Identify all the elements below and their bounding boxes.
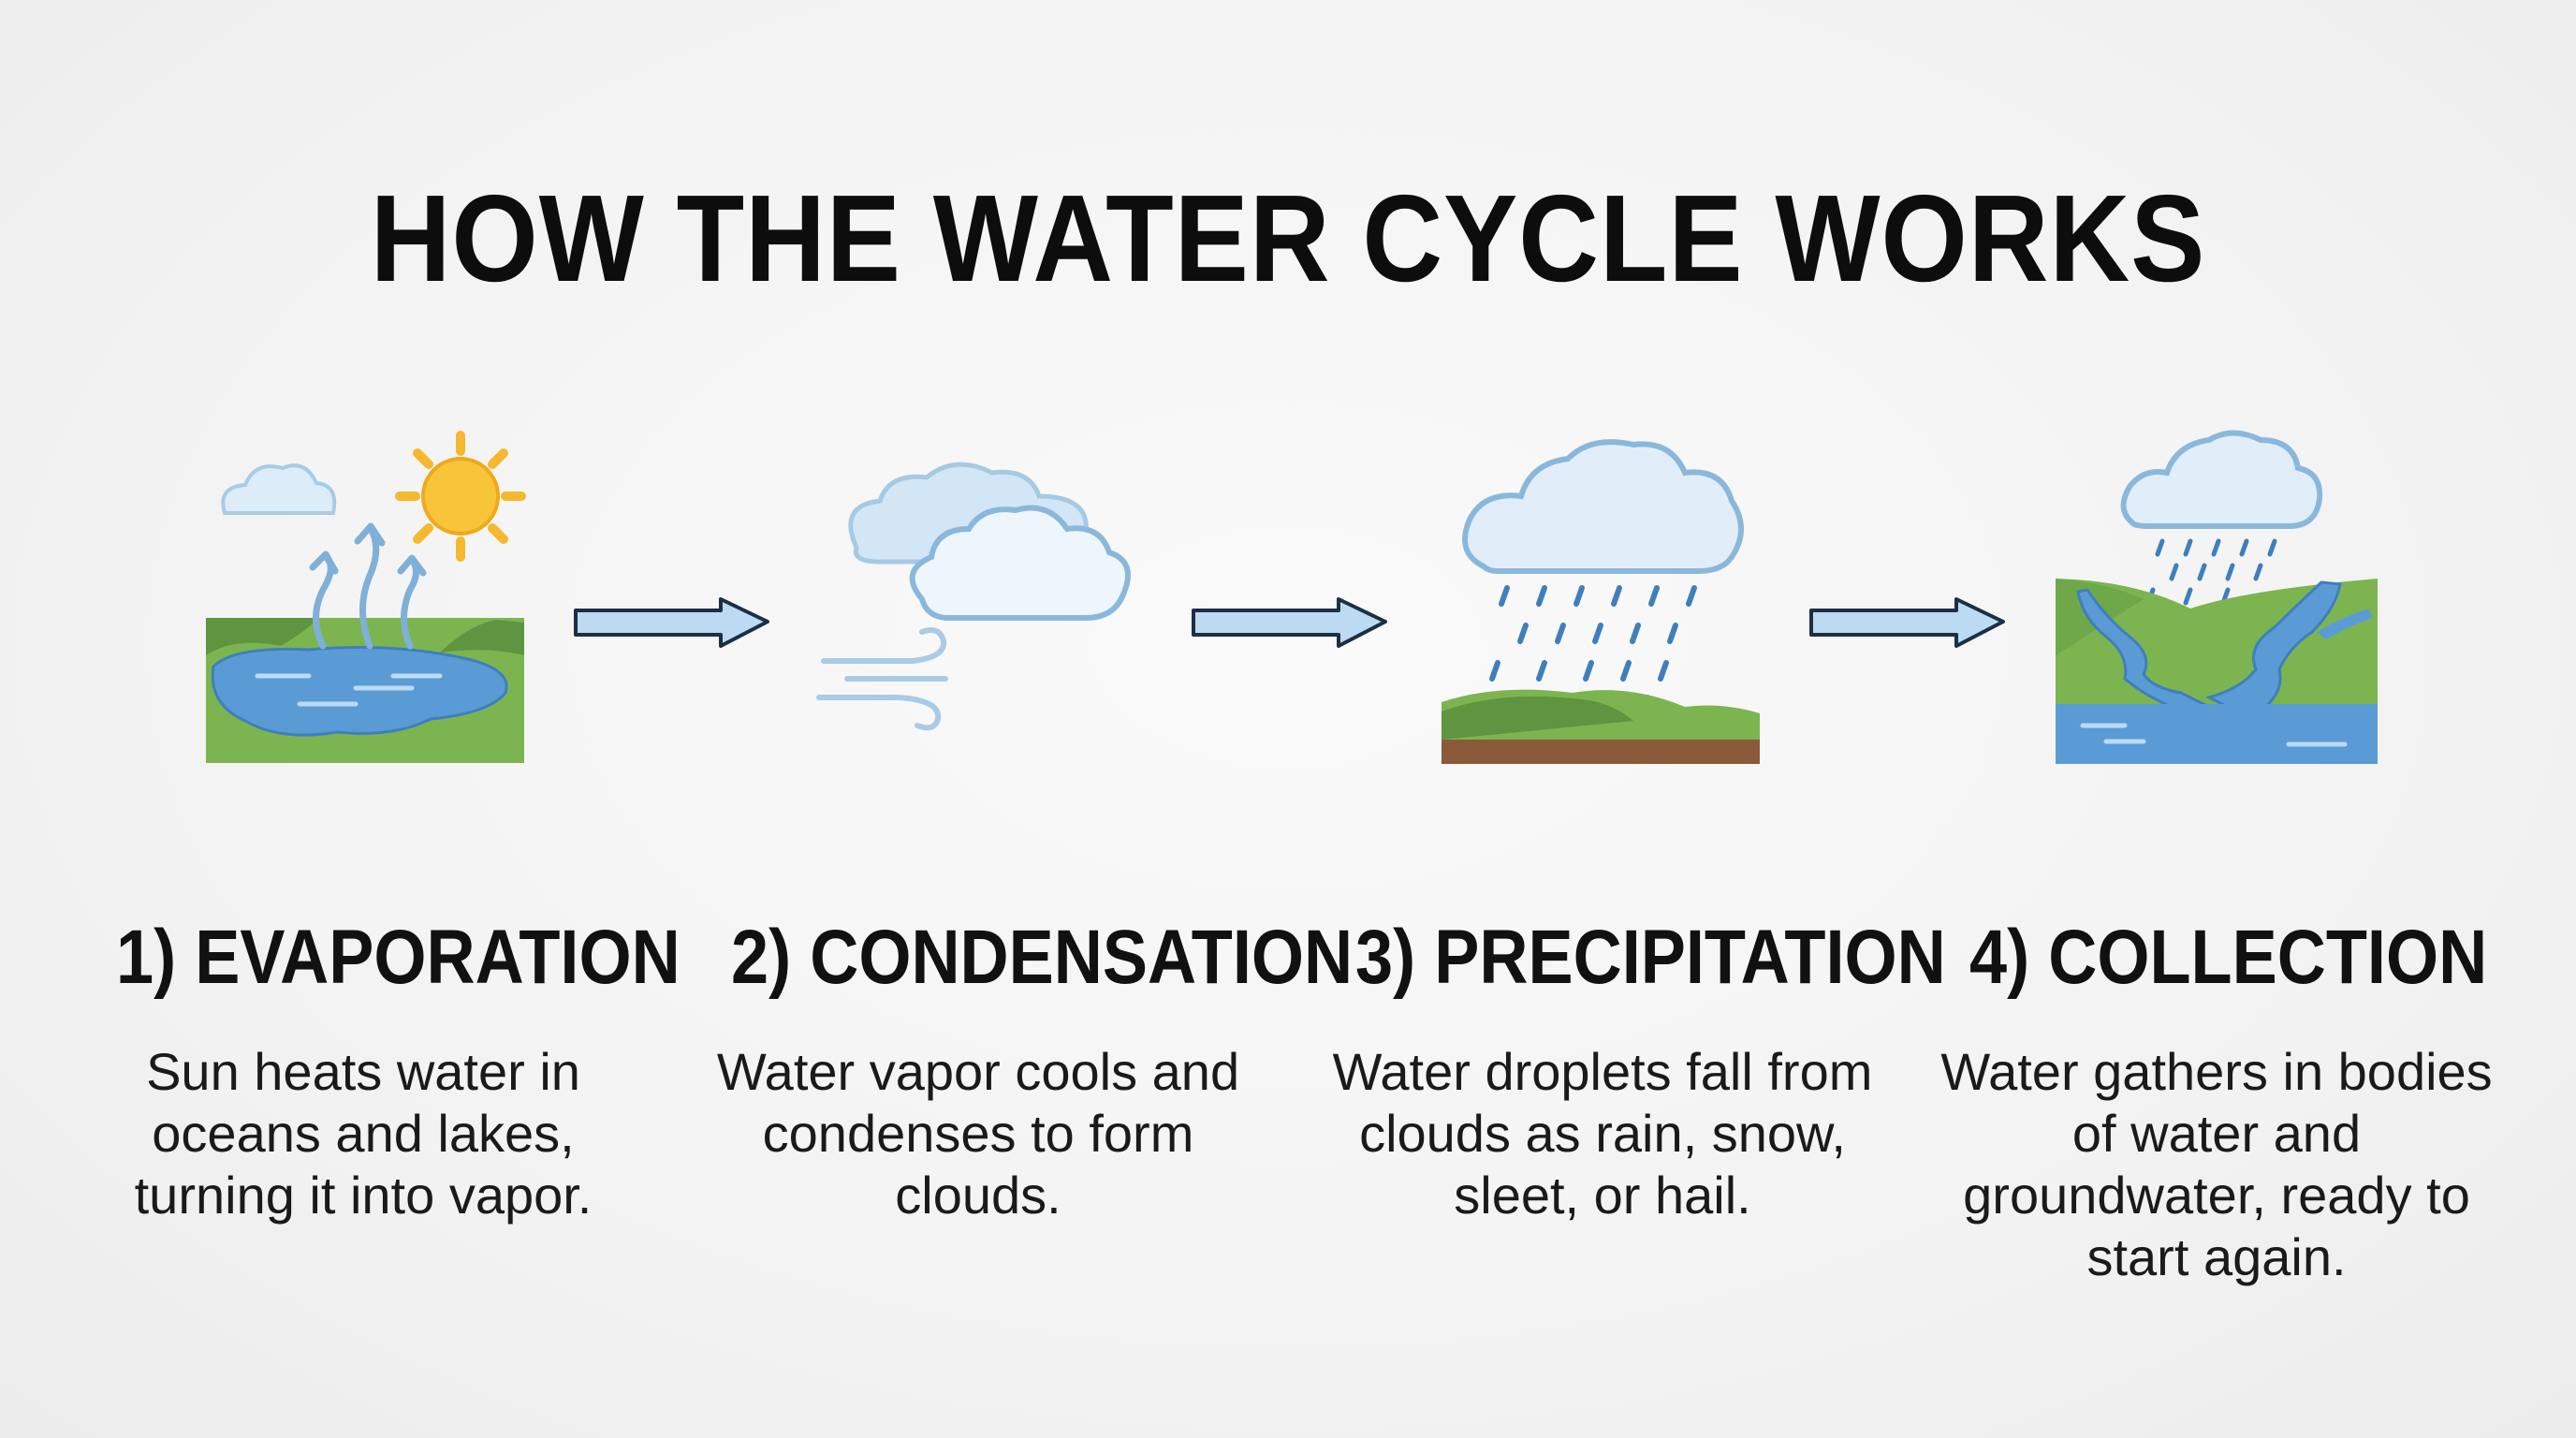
lake-icon: [206, 618, 524, 763]
rain-cloud-icon: [1462, 439, 1744, 574]
step-description-evaporation: Sun heats water in oceans and lakes, tur…: [134, 1042, 593, 1225]
precipitation-illustration: [1442, 439, 1760, 764]
step-heading-evaporation: 1) EVAPORATION: [116, 915, 681, 1000]
evaporation-illustration: [206, 431, 526, 763]
ground-icon: [1442, 689, 1760, 764]
arrow-right-icon: [574, 597, 769, 648]
collection-illustration: [2056, 430, 2378, 764]
step-heading-condensation: 2) CONDENSATION: [731, 915, 1354, 1000]
page-title: HOW THE WATER CYCLE WORKS: [370, 169, 2206, 307]
clouds-icon: [848, 462, 1131, 621]
condensation-illustration: [816, 462, 1131, 731]
arrow-right-icon: [1192, 597, 1387, 648]
river-icon: [2056, 579, 2378, 709]
step-description-condensation: Water vapor cools and condenses to form …: [716, 1042, 1240, 1225]
step-heading-precipitation: 3) PRECIPITATION: [1355, 915, 1946, 1000]
lake-icon: [2056, 704, 2378, 764]
rain-cloud-icon: [2120, 430, 2323, 606]
vapor-arrows-icon: [309, 522, 427, 650]
sun-icon: [395, 431, 526, 562]
cloud-icon: [221, 463, 337, 515]
wind-icon: [816, 627, 948, 731]
step-description-precipitation: Water droplets fall from clouds as rain,…: [1332, 1042, 1873, 1225]
step-description-collection: Water gathers in bodies of water and gro…: [1940, 1042, 2493, 1286]
arrow-right-icon: [1809, 597, 2005, 648]
step-heading-collection: 4) COLLECTION: [1969, 915, 2488, 1000]
